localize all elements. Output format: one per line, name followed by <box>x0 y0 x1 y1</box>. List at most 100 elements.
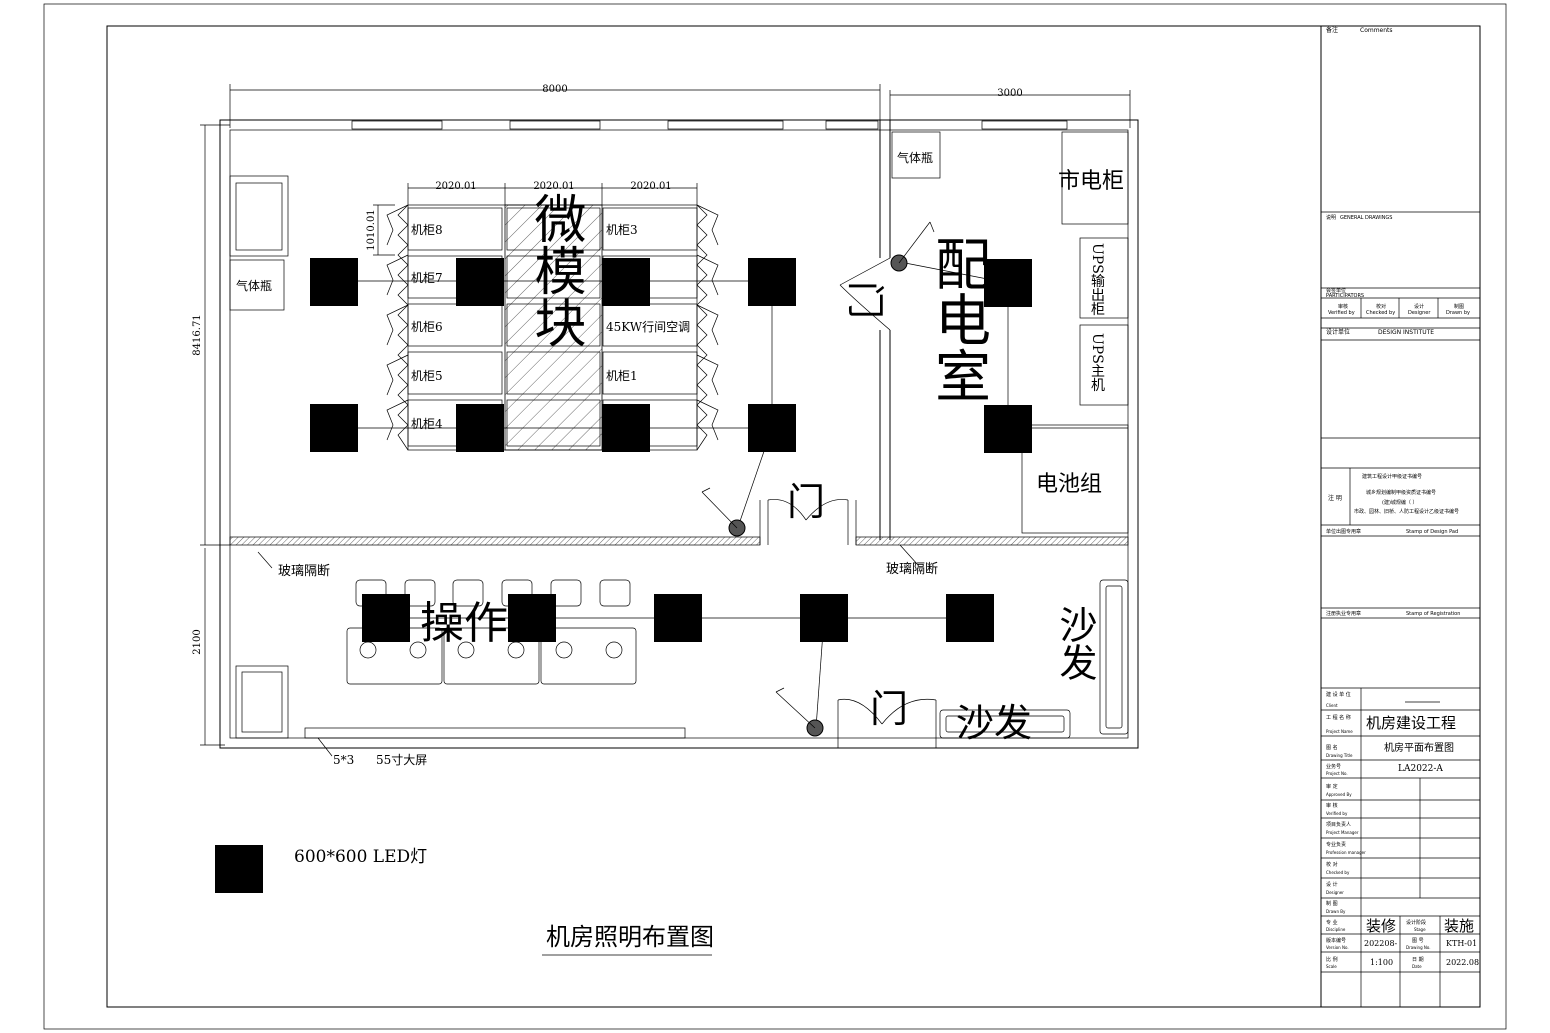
drawing-title: 机房照明布置图 <box>546 923 714 951</box>
legend-led-swatch <box>215 845 263 893</box>
tb-check2-cn: 校 对 <box>1326 861 1338 868</box>
led-lamp <box>946 594 994 642</box>
tb-version-en: Version No. <box>1326 945 1349 950</box>
glass-partition-right-band <box>855 536 1129 546</box>
tb-drawing-cn: 图 名 <box>1326 744 1338 751</box>
tb-checked-en: Checked by <box>1366 310 1395 316</box>
tb-client-en: Client <box>1326 703 1338 708</box>
tb-designer-en: Designer <box>1408 310 1431 316</box>
floor-plan <box>200 84 1139 757</box>
tb-project-no: LA2022-A <box>1398 764 1443 774</box>
tb-stage-en: Stage <box>1414 927 1426 932</box>
cabinet-label: 机柜4 <box>411 417 443 431</box>
led-lamp <box>654 594 702 642</box>
label-door-power: 门 <box>843 281 887 319</box>
tb-verified-en: Verified by <box>1328 310 1355 316</box>
tb-designer-cn: 设计 <box>1414 303 1424 310</box>
label-sofa-horizontal: 沙发 <box>956 701 1032 745</box>
tb-approved-en: Approved By <box>1326 792 1352 797</box>
cabinet-label: 机柜6 <box>411 320 443 334</box>
tb-drawno-cn: 图 号 <box>1412 938 1424 944</box>
cabinet-label: 机柜5 <box>411 369 443 383</box>
tb-cert-line2: 城乡规划编制甲级资质证书编号 <box>1366 489 1436 496</box>
cabinet-label: 45KW行间空调 <box>606 320 690 334</box>
tb-stamp-design-en: Stamp of Design Pad <box>1406 529 1458 535</box>
led-lamp <box>362 594 410 642</box>
tb-drawno-en: Drawing No. <box>1406 945 1431 950</box>
tb-cert-line4: 市政、园林、旧桥、人防工程设计乙级证书编号 <box>1354 508 1459 515</box>
dim-cab-w2: 2020.01 <box>533 181 574 192</box>
tb-client-cn: 建 设 单 位 <box>1326 691 1351 698</box>
room-ops: 操作区 <box>420 598 552 649</box>
label-screen-size: 5*3 <box>333 753 354 767</box>
dim-cab-w3: 2020.01 <box>630 181 671 192</box>
tb-scale: 1:100 <box>1370 958 1393 967</box>
dim-cab-h: 1010.01 <box>366 209 377 250</box>
glass-partition-left-band <box>229 536 761 546</box>
micro-module <box>373 183 719 451</box>
led-lamps <box>310 258 1032 642</box>
tb-pro-cn: 专业负责 <box>1326 841 1346 848</box>
tb-scale-en: Scale <box>1326 964 1337 969</box>
tb-date: 2022.08 <box>1446 958 1479 967</box>
tb-drawn-en: Drawn by <box>1446 310 1470 316</box>
tb-approved-cn: 审 定 <box>1326 783 1338 790</box>
led-lamp <box>310 404 358 452</box>
label-city-power-cabinet: 市电柜 <box>1058 169 1124 194</box>
dim-top-power: 3000 <box>997 88 1022 99</box>
tb-pro-en: Profession manager <box>1326 850 1366 855</box>
tb-drawn-cn: 制图 <box>1454 303 1464 310</box>
label-gas-bottle-left: 气体瓶 <box>236 278 272 293</box>
led-lamp <box>456 258 504 306</box>
tb-project-en: Project Name <box>1326 729 1353 734</box>
led-lamp <box>984 259 1032 307</box>
led-wiring <box>334 261 1128 729</box>
tb-participators-en: PARTICIPATORS <box>1326 293 1364 299</box>
tb-date-cn: 日 期 <box>1412 957 1424 963</box>
dim-top-main: 8000 <box>542 84 567 95</box>
room-micro-module: 微模块 <box>525 192 586 348</box>
cabinet-label: 机柜3 <box>606 223 638 237</box>
tb-verified2-en: Verified by <box>1326 811 1348 816</box>
tb-stage-cn: 设计阶段 <box>1406 919 1426 926</box>
tb-design2-en: Designer <box>1326 890 1344 895</box>
label-screen: 55寸大屏 <box>376 753 427 767</box>
label-sofa-vertical: 沙发 <box>1053 605 1097 681</box>
inner-frame <box>106 25 1481 1008</box>
led-lamp <box>602 258 650 306</box>
tb-version-cn: 版本编号 <box>1326 937 1346 944</box>
building-outer-wall <box>219 119 1139 749</box>
tb-date-en: Date <box>1412 964 1422 969</box>
tb-version: 202208- <box>1364 939 1398 948</box>
led-lamp <box>800 594 848 642</box>
legend-led-label: 600*600 LED灯 <box>294 847 427 867</box>
tb-note-cn: 注 明 <box>1328 494 1342 502</box>
tb-institute-cn: 设计单位 <box>1326 328 1350 336</box>
label-door-main: 门 <box>787 480 825 524</box>
tb-verified2-cn: 审 核 <box>1326 802 1338 809</box>
label-door-ops: 门 <box>870 687 908 731</box>
led-lamp <box>508 594 556 642</box>
led-lamp <box>984 405 1032 453</box>
tb-design2-cn: 设 计 <box>1326 881 1338 888</box>
label-battery-group: 电池组 <box>1036 472 1102 497</box>
label-glass-partition-right: 玻璃隔断 <box>886 562 938 577</box>
plan-labels: 8000 3000 8416.71 2100 2020.01 2020.01 2… <box>192 84 1124 767</box>
tb-stamp-reg-en: Stamp of Registration <box>1406 611 1460 617</box>
tb-institute-en: DESIGN INSTITUTE <box>1378 329 1434 336</box>
title-block: 备注 Comments 说明 GENERAL DRAWINGS 会签单位 PAR… <box>1320 26 1480 1007</box>
cabinet-label: 机柜7 <box>411 271 443 285</box>
tb-pm-cn: 项目负责人 <box>1326 821 1351 828</box>
tb-stamp-reg-cn: 注册执业专用章 <box>1326 610 1361 617</box>
tb-comments-en: Comments <box>1360 27 1393 34</box>
cabinet-label: 机柜8 <box>411 223 443 237</box>
dim-cab-w1: 2020.01 <box>435 181 476 192</box>
tb-cert-line3: (建)城规编（ ） <box>1382 499 1418 506</box>
led-lamp <box>748 258 796 306</box>
tb-draw2-cn: 制 图 <box>1326 900 1338 907</box>
label-glass-partition-left: 玻璃隔断 <box>278 564 330 579</box>
tb-check2-en: Checked by <box>1326 870 1350 875</box>
tb-cert-line1: 建筑工程设计甲级证书编号 <box>1362 473 1422 480</box>
tb-project-name: 机房建设工程 <box>1366 714 1456 732</box>
tb-drawing-no: KTH-01 <box>1446 939 1477 948</box>
